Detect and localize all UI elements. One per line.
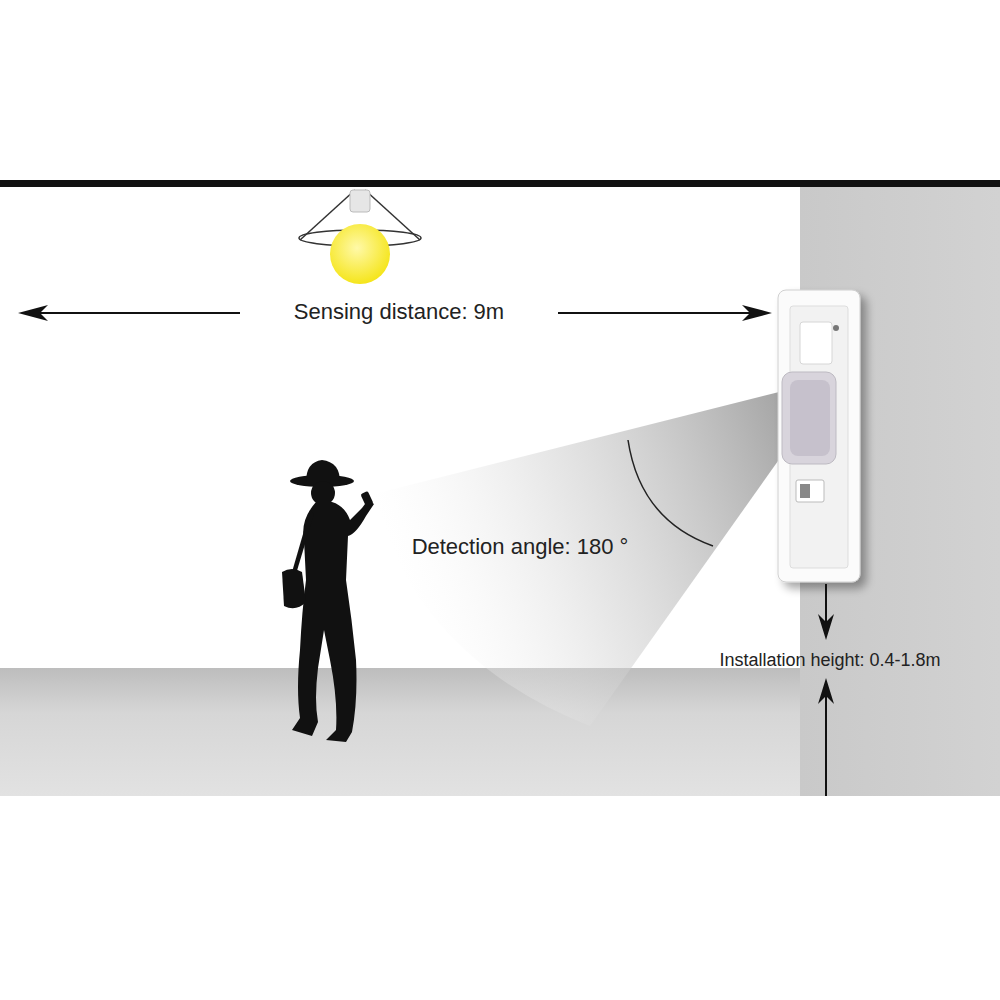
angle-label: Detection angle: 180 ° [409, 533, 632, 560]
height-arrows [818, 584, 834, 796]
angle-arc [628, 440, 713, 546]
floor [0, 668, 800, 796]
sensor-switch [778, 290, 860, 582]
person-silhouette [282, 460, 374, 742]
light-bulb [299, 190, 421, 284]
ceiling-line [0, 180, 1000, 187]
distance-label: Sensing distance: 9m [291, 298, 507, 325]
detection-cone [370, 388, 800, 726]
height-label: Installation height: 0.4-1.8m [716, 649, 943, 672]
